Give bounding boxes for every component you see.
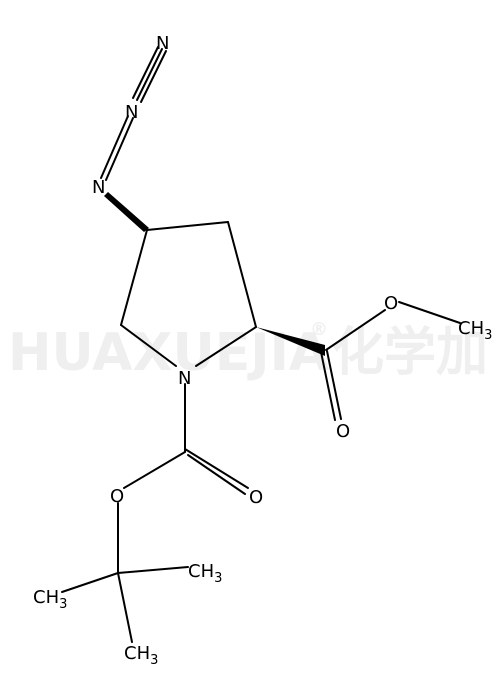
bond-boc-c-o-single	[123, 451, 186, 489]
wedge-bond-c2-ester	[256, 327, 325, 356]
atom-o-boc-double: O	[249, 487, 263, 508]
bond-c2-n1	[195, 326, 257, 367]
bond-azide-n2-n3-c	[140, 50, 167, 103]
bond-azide-n1-n2-a	[100, 115, 129, 179]
atom-tbu-methyl-right: CH3	[188, 561, 222, 586]
atom-n-terminal: N	[156, 33, 169, 54]
bond-c3-c2	[227, 221, 257, 328]
bond-o-methyl	[398, 301, 461, 324]
bonds	[61, 46, 461, 643]
bond-ester-c-o-single	[325, 309, 386, 351]
atom-labels: N N N N O O O O CH3 CH3 CH3 CH3	[33, 33, 492, 668]
bond-c4-c5	[120, 229, 148, 326]
watermark-latin: HUAXUEJIA	[8, 323, 329, 383]
wedge-bond-c4-azide	[104, 192, 149, 232]
atom-n-middle: N	[125, 102, 138, 123]
bond-boc-c-o-double-a	[184, 448, 249, 489]
watermark-cjk: 化学加	[332, 323, 488, 383]
atom-methyl-ester: CH3	[458, 318, 492, 343]
bond-c4-c3	[146, 221, 229, 231]
atom-n-attached: N	[92, 177, 105, 198]
watermark: HUAXUEJIA ® 化学加	[8, 319, 488, 383]
atom-tbu-methyl-bottom: CH3	[124, 643, 158, 668]
atom-o-ester-single: O	[384, 293, 398, 314]
bond-azide-n1-n2-b	[105, 117, 134, 181]
watermark-registered: ®	[310, 319, 328, 340]
bond-ester-c-o-double-a	[326, 350, 342, 420]
bond-ester-c-o-double-b	[320, 351, 336, 421]
bond-azide-n2-n3-b	[136, 48, 163, 101]
atom-tbu-methyl-left: CH3	[33, 587, 67, 612]
bond-tbu-me-right	[117, 566, 189, 574]
bond-tbu-me-bottom	[117, 572, 133, 643]
bond-tbu-me-left	[61, 572, 119, 593]
bond-azide-n2-n3-a	[132, 46, 159, 99]
atom-n-ring: N	[178, 368, 191, 389]
atom-o-ester-double: O	[336, 421, 350, 442]
bond-boc-c-o-double-b	[187, 454, 246, 495]
atom-o-boc-single: O	[110, 486, 124, 507]
bond-c5-n1	[120, 324, 177, 367]
